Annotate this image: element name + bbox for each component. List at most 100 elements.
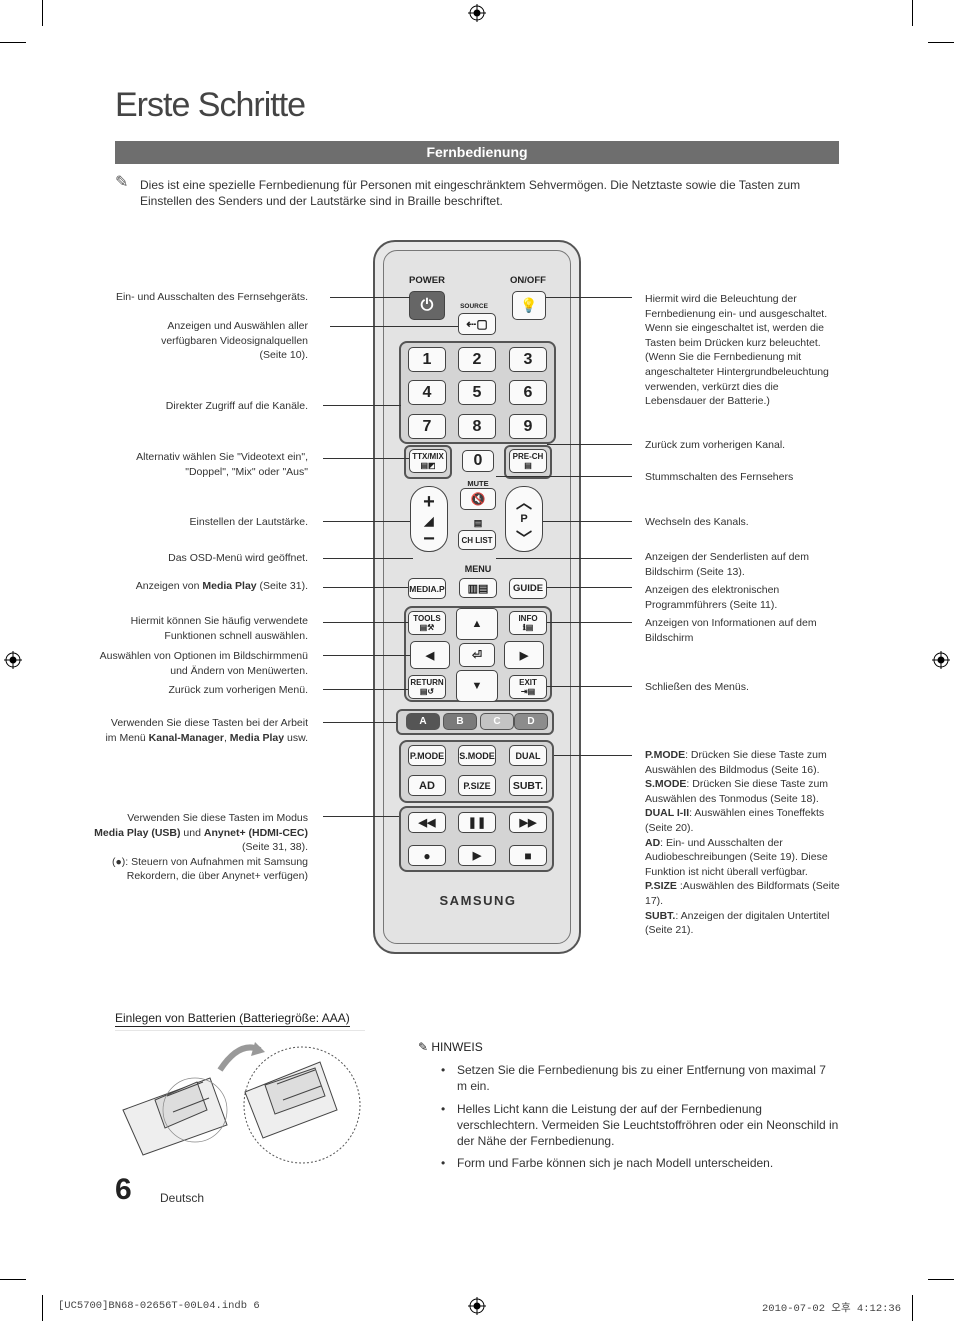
digit-4-button[interactable]: 4 (408, 380, 446, 405)
ad-button[interactable]: AD (408, 775, 446, 796)
left-arrow-button[interactable]: ◀ (410, 641, 450, 669)
label-guide: Anzeigen des elektronischen Programmführ… (645, 584, 780, 611)
stop-icon: ■ (524, 848, 532, 863)
callout-line (323, 722, 396, 723)
label-media-play: Anzeigen von Media Play (Seite 31). (135, 580, 308, 592)
callout-line (547, 622, 632, 623)
subt-button[interactable]: SUBT. (509, 775, 547, 796)
callout-line (554, 755, 632, 756)
menu-button[interactable]: ▥▤ (459, 578, 497, 598)
psize-button[interactable]: P.SIZE (458, 775, 496, 796)
return-icon: ▤↺ (419, 687, 435, 696)
power-button[interactable]: ⏻ (409, 291, 445, 320)
digit-3-button[interactable]: 3 (509, 347, 547, 372)
mute-speaker-icon: 🔇 (470, 492, 486, 506)
channel-rocker[interactable]: ︿ P ﹀ (505, 486, 543, 552)
digit-1-button[interactable]: 1 (408, 347, 446, 372)
note-pencil-icon: ✎ (418, 1040, 432, 1054)
color-key-d[interactable]: D (514, 713, 548, 730)
digit-8-button[interactable]: 8 (458, 414, 496, 439)
return-button[interactable]: RETURN▤↺ (408, 675, 446, 699)
page-number: 6 (115, 1173, 132, 1206)
stop-button[interactable]: ■ (509, 845, 547, 866)
arrow-down-icon: ▼ (471, 680, 483, 692)
digit-7-button[interactable]: 7 (408, 414, 446, 439)
callout-line (323, 816, 399, 817)
record-icon: ● (423, 848, 431, 863)
label-menu: Das OSD-Menü wird geöffnet. (168, 552, 308, 564)
chlist-button[interactable]: CH LIST (458, 530, 496, 550)
smode-button[interactable]: S.MODE (458, 745, 496, 766)
callout-line (547, 686, 632, 687)
callout-line (323, 521, 410, 522)
label-channel: Wechseln des Kanals. (645, 516, 749, 528)
up-arrow-button[interactable]: ▲ (456, 608, 498, 640)
label-ttx: Alternativ wählen Sie "Videotext ein", "… (136, 451, 308, 478)
exit-button[interactable]: EXIT⇥▤ (509, 675, 547, 699)
record-button[interactable]: ● (408, 845, 446, 866)
rewind-button[interactable]: ◀◀ (408, 812, 446, 833)
color-key-c[interactable]: C (480, 713, 514, 730)
registration-mark-icon (932, 651, 950, 669)
callout-line (323, 458, 409, 459)
note-pencil-icon: ✎ (115, 174, 129, 191)
footer-file-info: [UC5700]BN68-02656T-00L04.indb 6 (58, 1300, 260, 1312)
enter-button[interactable]: ⏎ (459, 643, 495, 667)
callout-line (323, 587, 408, 588)
digit-2-button[interactable]: 2 (458, 347, 496, 372)
right-arrow-button[interactable]: ▶ (504, 641, 544, 669)
color-key-b[interactable]: B (443, 713, 477, 730)
exit-icon: ⇥▤ (520, 687, 536, 696)
light-button[interactable]: 💡 (512, 291, 546, 320)
label-navigation: Auswählen von Optionen im Bildschirmmenü… (99, 650, 308, 677)
callout-line (323, 655, 410, 656)
arrow-right-icon: ▶ (519, 649, 529, 662)
label-digits: Direkter Zugriff auf die Kanäle. (165, 400, 308, 412)
callout-line (547, 444, 632, 445)
ttx-mix-button[interactable]: TTX/MIX▤◩ (409, 449, 447, 473)
callout-line (330, 326, 458, 327)
enter-icon: ⏎ (471, 648, 483, 662)
language-label: Deutsch (160, 1191, 205, 1205)
bulb-icon: 💡 (520, 297, 538, 313)
pmode-button[interactable]: P.MODE (408, 745, 446, 766)
label-volume: Einstellen der Lautstärke. (189, 516, 308, 528)
down-arrow-button[interactable]: ▼ (456, 670, 498, 702)
play-button[interactable]: ▶ (458, 845, 496, 866)
digit-0-button[interactable]: 0 (462, 450, 494, 472)
crop-mark (912, 1295, 913, 1321)
channel-down-icon: ﹀ (515, 531, 532, 548)
pause-button[interactable]: ❚❚ (458, 812, 496, 833)
prech-button[interactable]: PRE-CH▤ (509, 449, 547, 473)
label-power: Ein- und Ausschalten des Fernsehgeräts. (115, 291, 308, 303)
registration-mark-icon (4, 651, 22, 669)
source-button[interactable]: ⇠▢ (458, 313, 496, 335)
label-source: Anzeigen und Auswählen aller verfügbaren… (161, 320, 308, 361)
volume-rocker[interactable]: + ◢ − (410, 486, 448, 552)
fast-forward-button[interactable]: ▶▶ (509, 812, 547, 833)
crop-mark (42, 0, 43, 26)
list-item: Setzen Sie die Fernbedienung bis zu eine… (441, 1062, 839, 1095)
callout-line (323, 405, 401, 406)
onoff-label: ON/OFF (510, 275, 546, 286)
battery-insertion-illustration (115, 1030, 365, 1164)
dual-button[interactable]: DUAL (509, 745, 547, 766)
label-prech: Zurück zum vorherigen Kanal. (645, 439, 786, 451)
registration-mark-icon (468, 4, 486, 22)
digit-9-button[interactable]: 9 (509, 414, 547, 439)
media-p-button[interactable]: MEDIA.P (408, 578, 446, 599)
crop-mark (42, 1295, 43, 1321)
digit-6-button[interactable]: 6 (509, 380, 547, 405)
tools-button[interactable]: TOOLS▤⚒ (408, 611, 446, 635)
note-list: Setzen Sie die Fernbedienung bis zu eine… (441, 1062, 839, 1178)
color-key-a[interactable]: A (406, 713, 440, 730)
page-title: Erste Schritte (115, 86, 306, 124)
digit-5-button[interactable]: 5 (458, 380, 496, 405)
label-color-keys: Verwenden Sie diese Tasten bei der Arbei… (105, 717, 308, 744)
callout-line (547, 587, 632, 588)
footer-timestamp: 2010-07-02 오후 4:12:36 (762, 1303, 902, 1315)
guide-button[interactable]: GUIDE (509, 578, 547, 599)
mute-button[interactable]: 🔇 (460, 488, 496, 510)
list-item: Helles Licht kann die Leistung der auf d… (441, 1101, 839, 1150)
